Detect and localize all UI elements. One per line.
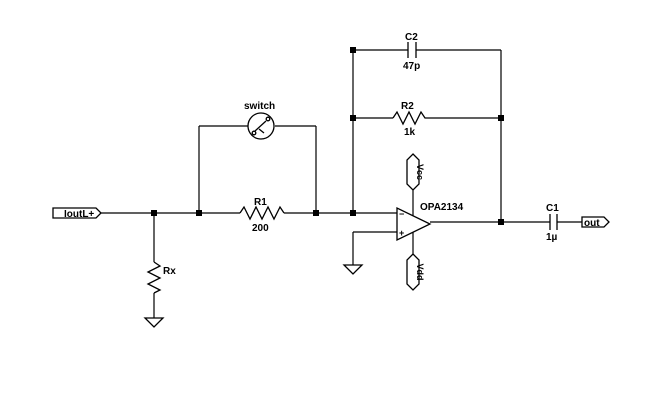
c2-name: C2 [405,32,418,43]
capacitor-c1: C1 1µ [546,203,559,243]
c1-name: C1 [546,203,559,214]
ground-symbol-rx [143,317,165,328]
vcc-port: Vcc [406,153,425,191]
switch-component[interactable]: switch [244,101,275,140]
vdd-label: Vdd [415,264,425,281]
rx-name: Rx [163,266,176,277]
output-port-label: out [584,218,600,229]
resistor-r2: R2 1k [392,101,427,138]
noninverting-ground-wire [352,231,397,265]
opamp-inverting-sign: − [399,209,404,219]
r1-value: 200 [252,223,269,234]
junction-dots [151,47,504,225]
capacitor-c2: C2 47p [403,32,420,72]
c1-value: 1µ [546,232,558,243]
switch-branch [198,125,317,213]
vdd-port: Vdd [406,253,425,291]
ground-symbol-opamp [342,264,364,275]
resistor-rx: Rx [146,213,176,318]
input-port-label: IoutL+ [64,209,94,220]
c2-value: 47p [403,61,420,72]
opamp-opa2134: − + OPA2134 [396,190,464,254]
output-port: out [581,216,610,229]
r2-name: R2 [401,101,414,112]
resistor-r1: R1 200 [199,197,316,234]
vcc-label: Vcc [415,164,425,180]
opamp-noninverting-sign: + [399,228,404,238]
r2-value: 1k [404,127,416,138]
feedback-wires [352,49,502,222]
r1-name: R1 [254,197,267,208]
input-port-iout: IoutL+ [52,207,102,220]
opamp-name: OPA2134 [420,202,464,213]
switch-label: switch [244,101,275,112]
